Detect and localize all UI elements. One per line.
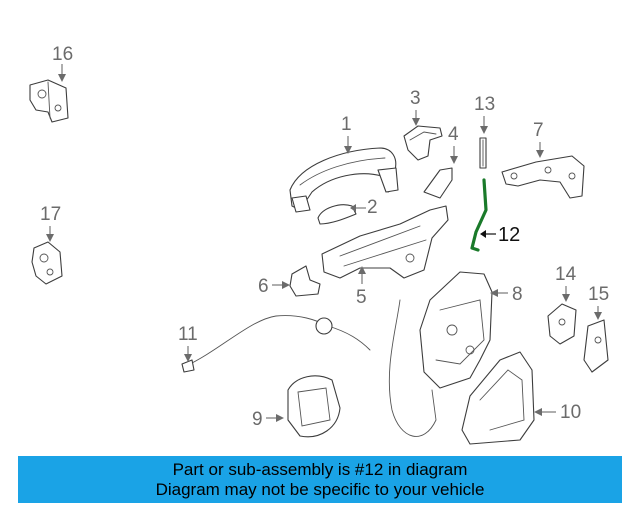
callout-3[interactable]: 3: [410, 88, 421, 109]
callout-15[interactable]: 15: [588, 284, 609, 305]
callout-10[interactable]: 10: [560, 402, 581, 423]
callout-16[interactable]: 16: [52, 44, 73, 65]
callout-12[interactable]: 12: [498, 224, 520, 246]
callout-17[interactable]: 17: [40, 204, 61, 225]
callout-14[interactable]: 14: [555, 264, 577, 285]
part-16-hinge[interactable]: [29, 79, 69, 123]
part-10-cover[interactable]: [461, 351, 535, 445]
callout-6[interactable]: 6: [258, 276, 269, 297]
callout-4[interactable]: 4: [448, 124, 459, 145]
part-5-frame[interactable]: [321, 205, 449, 279]
part-12-rod-highlighted[interactable]: [470, 178, 488, 252]
part-17-bracket[interactable]: [31, 241, 63, 285]
part-4-bracket[interactable]: [423, 167, 453, 199]
banner-line-1: Part or sub-assembly is #12 in diagram: [172, 459, 468, 479]
parts-diagram: 16 17 1 2 3 4 13: [29, 44, 609, 445]
part-9-bezel[interactable]: [287, 375, 341, 438]
part-11-cable[interactable]: [181, 315, 371, 373]
part-6-bracket[interactable]: [289, 265, 321, 297]
callout-8[interactable]: 8: [512, 284, 523, 305]
callout-2[interactable]: 2: [367, 197, 378, 218]
cable-long: [388, 299, 437, 437]
callout-13[interactable]: 13: [474, 94, 495, 115]
callout-9[interactable]: 9: [252, 409, 263, 430]
banner-line-2: Diagram may not be specific to your vehi…: [155, 479, 485, 499]
part-8-latch[interactable]: [419, 271, 493, 389]
callout-7[interactable]: 7: [533, 120, 544, 141]
callout-1[interactable]: 1: [341, 114, 352, 135]
callout-5[interactable]: 5: [356, 287, 367, 308]
part-3-lock-housing[interactable]: [403, 125, 443, 161]
part-13-rod[interactable]: [479, 137, 487, 169]
callout-11[interactable]: 11: [178, 324, 198, 345]
part-15-bracket[interactable]: [583, 319, 609, 373]
part-7-carrier[interactable]: [501, 155, 585, 199]
part-14-bracket[interactable]: [547, 303, 577, 345]
info-banner: Part or sub-assembly is #12 in diagram D…: [18, 456, 622, 503]
part-1-outside-handle[interactable]: [289, 147, 399, 213]
part-2-cap[interactable]: [317, 204, 357, 225]
